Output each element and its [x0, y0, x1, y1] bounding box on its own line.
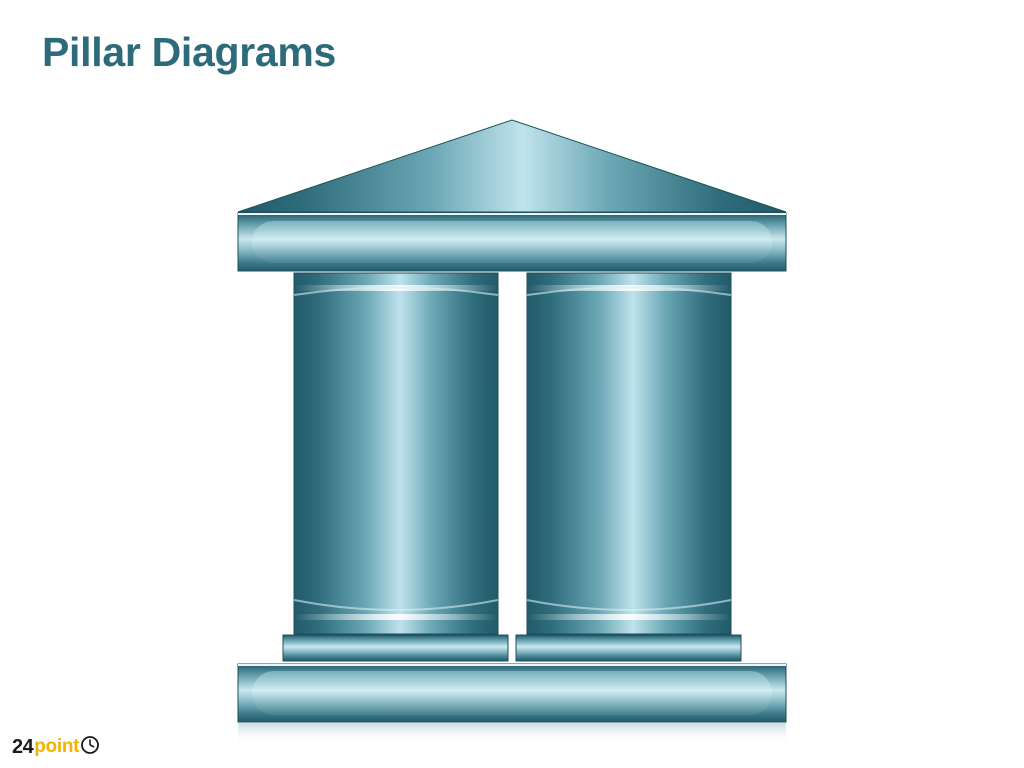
right-pillar — [526, 272, 732, 635]
logo-word: point — [34, 736, 80, 757]
left-plinth — [282, 634, 509, 662]
logo-number: 24 — [12, 735, 34, 758]
base-reflection — [238, 723, 786, 745]
roof — [237, 119, 787, 213]
base — [237, 663, 787, 723]
top-beam — [237, 212, 787, 272]
brand-logo: 24 point — [12, 732, 100, 762]
slide-title: Pillar Diagrams — [42, 29, 337, 75]
clock-icon — [80, 735, 100, 760]
left-pillar — [293, 272, 499, 635]
right-plinth — [515, 634, 742, 662]
